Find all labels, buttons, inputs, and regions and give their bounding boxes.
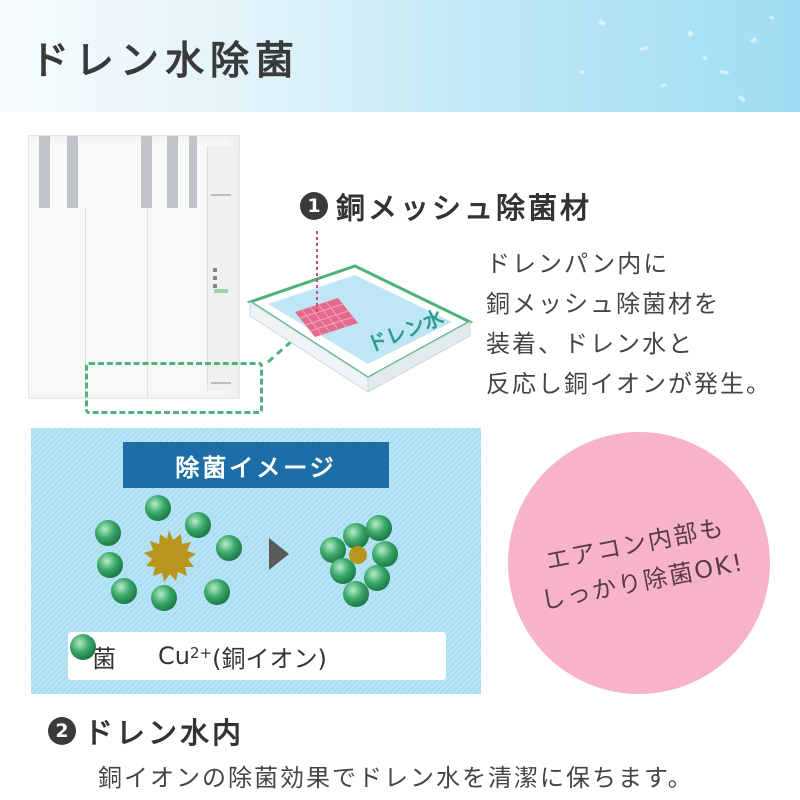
copper-ion-icon [330, 558, 356, 584]
header-decoration [579, 15, 775, 103]
copper-ion-group [95, 495, 242, 611]
tray-water [268, 275, 452, 364]
panel-label [211, 194, 231, 196]
indicator-light [213, 284, 217, 288]
copper-ion-icon [320, 537, 346, 563]
callout-text: エアコン内部も しっかり除菌OK! [485, 409, 792, 716]
legend-bacteria-label: 菌 [92, 644, 116, 673]
panel-seam [147, 208, 148, 398]
panel-seam [85, 208, 86, 398]
copper-ion-icon [145, 495, 171, 521]
section-number-badge: 2 [48, 717, 76, 745]
copper-ion-icon [204, 579, 230, 605]
copper-ion-icon [185, 512, 211, 538]
header-banner: ドレン水除菌 [0, 0, 800, 112]
drain-pan-illustration: ドレン水 [246, 230, 474, 393]
bacteria-icon [349, 546, 367, 564]
legend-ion-charge: 2+ [189, 644, 213, 662]
copper-ion-icon [151, 585, 177, 611]
vent-slat [167, 136, 178, 208]
description-line: ドレンパン内に [486, 250, 670, 278]
section-number-badge: 1 [300, 192, 328, 220]
legend-item-ion: Cu 2+ (銅イオン) [70, 634, 327, 674]
copper-ion-icon [364, 565, 390, 591]
section-1-description: ドレンパン内に 銅メッシュ除菌材を 装着、ドレン水と 反応し銅イオンが発生。 [486, 244, 772, 404]
brand-label [211, 382, 231, 384]
mesh-grid [299, 301, 354, 336]
copper-ion-icon [366, 515, 392, 541]
copper-ion-icon [70, 634, 96, 660]
vent-slat [141, 136, 152, 208]
copper-ion-icon [111, 578, 137, 604]
section-2-description: 銅イオンの除菌効果でドレン水を清潔に保ちます。 [98, 764, 694, 792]
copper-ion-icon [216, 535, 242, 561]
copper-ion-icon [343, 581, 369, 607]
air-conditioner-illustration [28, 135, 240, 399]
section-2-heading: 2 ドレン水内 [48, 710, 244, 752]
section-2-title: ドレン水内 [84, 716, 245, 750]
description-line: 銅メッシュ除菌材を [486, 290, 720, 318]
legend-ion-label: (銅イオン) [212, 644, 327, 673]
indicator-light [213, 276, 217, 280]
control-panel [207, 146, 236, 391]
legend: 菌 Cu 2+ (銅イオン) [68, 632, 446, 680]
copper-ion-cluster [320, 515, 398, 607]
drain-pan-highlight [85, 362, 263, 414]
vent-slat [67, 136, 78, 208]
indicator-led [214, 289, 228, 293]
vent-slat [189, 136, 197, 208]
copper-ion-icon [372, 541, 398, 567]
page-title: ドレン水除菌 [30, 39, 301, 84]
sterilization-diagram [95, 495, 398, 611]
callout-bubble: エアコン内部も しっかり除菌OK! [508, 432, 770, 694]
vent-slat [39, 136, 50, 208]
tray-side [367, 321, 471, 393]
copper-ion-icon [95, 520, 121, 546]
description-line: 反応し銅イオンが発生。 [486, 370, 772, 398]
arrow-right-icon [269, 538, 289, 570]
copper-ion-icon [97, 552, 123, 578]
image-box-banner: 除菌イメージ [123, 442, 389, 488]
legend-ion-formula: Cu [158, 642, 190, 670]
section-1-title: 銅メッシュ除菌材 [336, 191, 593, 225]
sterilization-image-box: 除菌イメージ [31, 428, 481, 694]
bacteria-icon [144, 530, 196, 582]
copper-ion-icon [343, 523, 369, 549]
section-1-heading: 1 銅メッシュ除菌材 [300, 185, 592, 227]
indicator-light [213, 268, 217, 272]
description-line: 装着、ドレン水と [486, 330, 694, 358]
